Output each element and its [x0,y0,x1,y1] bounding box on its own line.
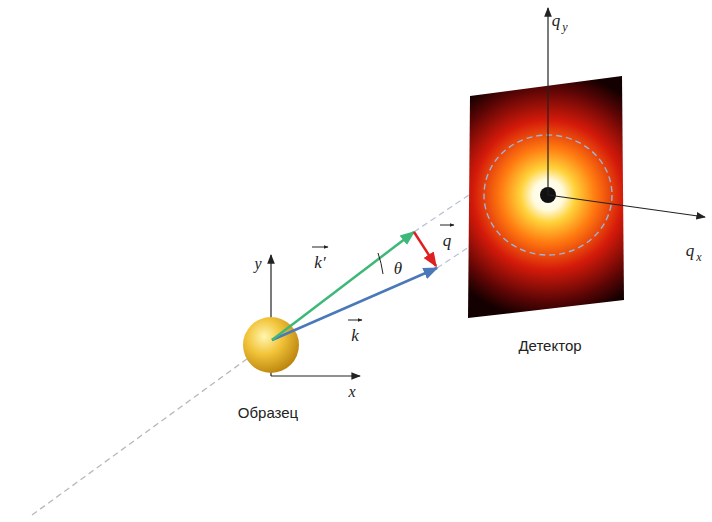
x-axis [271,375,360,376]
axis-subscript: x [696,251,701,263]
angle-label: θ [394,260,402,277]
q-vector [414,232,436,266]
vector-label: k [351,327,359,344]
axis-label: x [348,384,355,400]
sample-label: Образец [238,405,298,420]
vector-label: q [443,232,452,249]
vector-arrow [348,320,362,321]
vector-arrow [312,247,328,248]
detector-image [468,76,624,318]
axis-label: q [552,12,561,29]
beam-line [32,348,262,515]
qy-axis [547,8,548,195]
qx-axis [548,195,705,217]
angle-arc [378,253,383,274]
k-prime-vector [272,232,414,340]
axis-label: y [254,256,261,272]
vector-label: k′ [314,254,325,271]
axis-label: q [686,242,695,259]
axis-subscript: y [562,21,567,33]
detector-label: Детектор [518,338,581,353]
vector-arrow [440,225,454,226]
